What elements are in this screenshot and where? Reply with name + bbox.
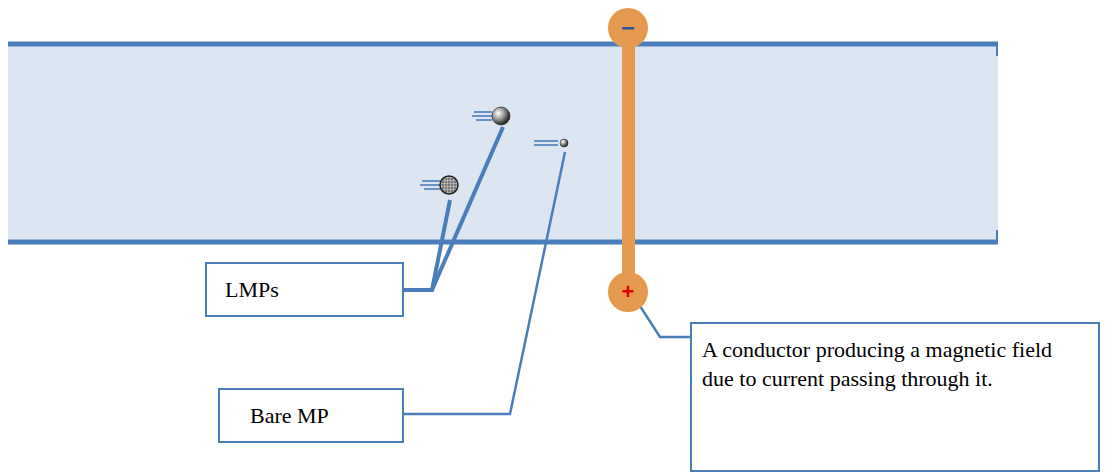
leader-line bbox=[404, 200, 450, 290]
terminal bbox=[608, 272, 648, 312]
terminal bbox=[608, 8, 648, 48]
polarity-sign: + bbox=[622, 279, 635, 305]
callout-text: LMPs bbox=[225, 276, 384, 305]
lmp-particle bbox=[440, 176, 458, 194]
leader-line bbox=[432, 127, 503, 290]
callout-text: A conductor producing a magnetic field d… bbox=[702, 336, 1088, 393]
channel-end bbox=[996, 44, 998, 56]
callout-box: A conductor producing a magnetic field d… bbox=[690, 322, 1100, 472]
leader-line bbox=[404, 152, 565, 414]
lmp-particle bbox=[492, 107, 510, 125]
bare-particle bbox=[560, 139, 568, 147]
channel-wall bbox=[8, 42, 998, 47]
leader-line bbox=[640, 306, 690, 337]
channel-end bbox=[996, 230, 998, 242]
channel bbox=[8, 44, 998, 242]
motion-lines bbox=[420, 112, 558, 189]
conductor bbox=[622, 28, 635, 290]
callout-box: LMPs bbox=[205, 262, 404, 317]
callout-box: Bare MP bbox=[218, 388, 404, 443]
callout-text: Bare MP bbox=[250, 402, 372, 431]
polarity-sign: − bbox=[621, 14, 635, 42]
channel-wall bbox=[8, 240, 998, 245]
